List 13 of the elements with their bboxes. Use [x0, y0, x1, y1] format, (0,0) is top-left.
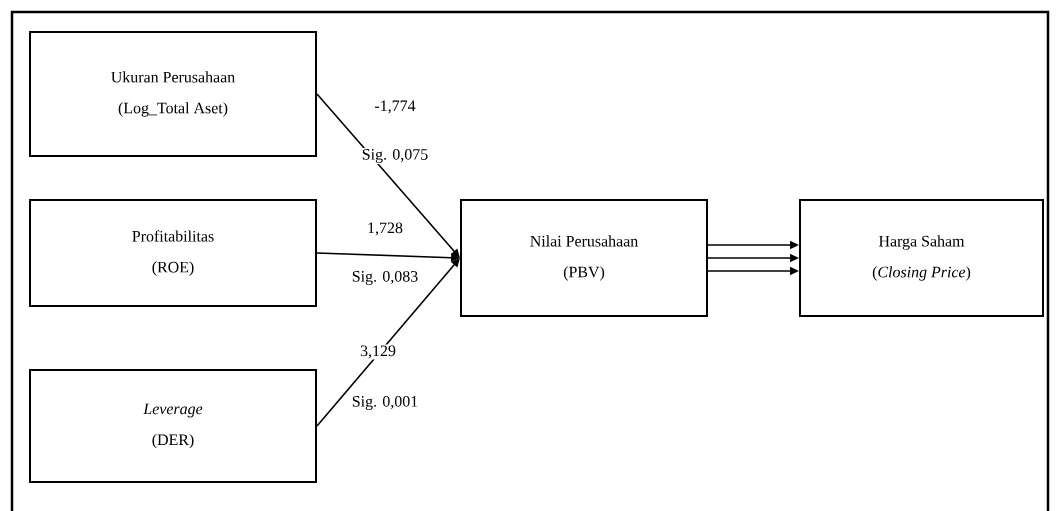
edge-label: 1,728: [366, 221, 404, 237]
significance-label: Sig. 0,075: [360, 148, 430, 164]
variable-box: Leverage (DER): [29, 369, 317, 483]
arrow: [316, 258, 460, 427]
edge-label: -1,774: [373, 99, 417, 115]
significance-label: Sig. 0,083: [350, 270, 420, 286]
variable-box: Harga Saham (Closing Price): [799, 199, 1044, 317]
edge-label: 3,129: [359, 344, 397, 360]
significance-label: Sig. 0,001: [350, 395, 420, 411]
variable-box: Profitabilitas (ROE): [29, 199, 317, 307]
variable-box: Nilai Perusahaan (PBV): [460, 199, 708, 317]
arrow: [316, 93, 460, 258]
variable-box: Ukuran Perusahaan (Log_Total Aset): [29, 31, 317, 157]
